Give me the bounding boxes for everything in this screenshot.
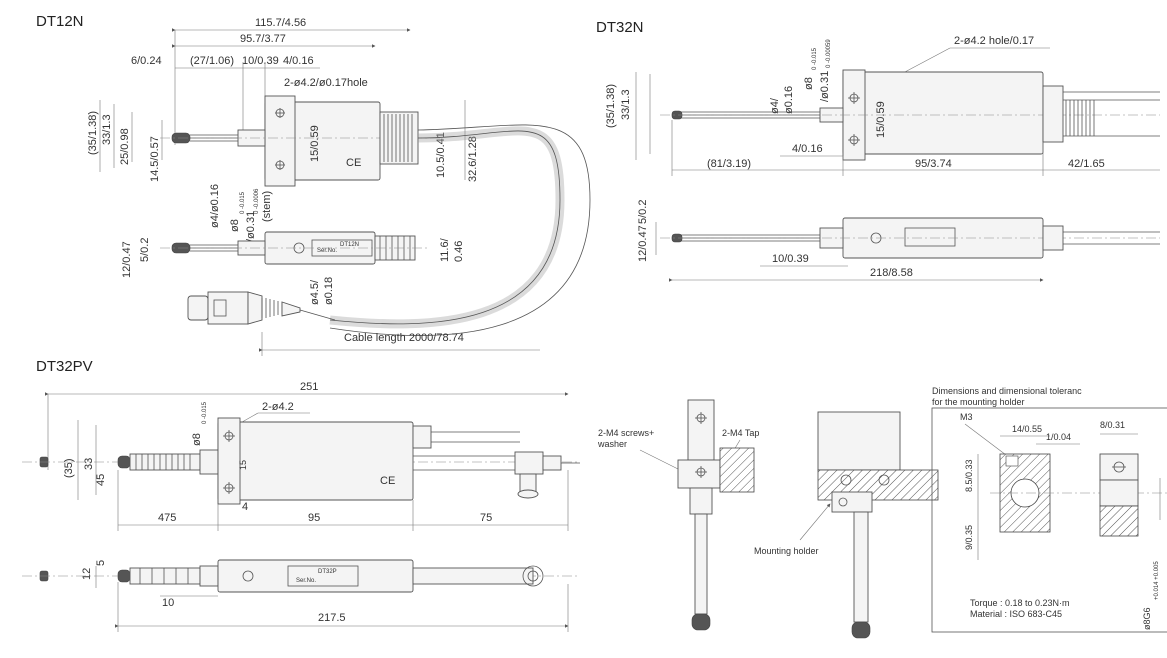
dt12n-grip (383, 114, 413, 162)
dt32pv-section: DT32PV 251 2-ø4.2 ø8 0 -0.015 (35) 33 45 (22, 358, 580, 632)
dt32pv-45-dim: 45 (95, 474, 107, 486)
dt12n-length2-dim: 95.7/3.77 (240, 33, 286, 45)
dt12n-connector-grip (261, 298, 283, 318)
holder-14-dim: 14/0.55 (1012, 424, 1042, 434)
dt12n-plate-model: DT12N (340, 242, 359, 248)
dt32pv-ce-mark: CE (380, 475, 395, 487)
dt32n-stem8-tol: 0 -0.015 (812, 47, 818, 70)
dt12n-hole-dim: 2-ø4.2/ø0.17hole (284, 77, 368, 89)
dt32n-stem8-dim: ø8 (803, 77, 815, 90)
dt12n-stem8-tol: 0 -0.015 (240, 191, 246, 214)
holder-8-dim: 8/0.31 (1100, 420, 1125, 430)
dt32n-grip (1065, 100, 1095, 136)
dt12n-12-dim: 12/0.47 (121, 241, 133, 278)
dt12n-10-5-dim: 10.5/0.41 (435, 132, 447, 178)
mount-tap-label: 2-M4 Tap (722, 428, 759, 438)
dt12n-cable-dia-dim: ø4.5/ (309, 279, 321, 305)
dt32pv-plate-model: DT32P (318, 569, 337, 575)
holder-8-5-dim: 8.5/0.33 (964, 459, 974, 492)
dt12n-section: DT12N 115.7/4.56 95.7/3.77 6/0.24 (27/1.… (36, 13, 591, 356)
dt12n-0-46-dim: 0.46 (453, 241, 465, 262)
dt32n-10-dim: 10/0.39 (772, 253, 809, 265)
holder-title-line1: Dimensions and dimensional toleranc (932, 386, 1082, 396)
dt32pv-stem8-tol: 0 -0.015 (202, 401, 208, 424)
dt32n-81-dim: (81/3.19) (707, 158, 751, 170)
dt32n-15-dim: 15/0.59 (875, 101, 887, 138)
dt32n-33-dim: 33/1.3 (620, 89, 632, 120)
dt12n-4-dim: 4/0.16 (283, 55, 314, 67)
mount-washer-label: washer (597, 439, 627, 449)
dt32n-218-dim: 218/8.58 (870, 267, 913, 279)
dt12n-6-dim: 6/0.24 (131, 55, 162, 67)
dt12n-15-dim-a: 15/0.59 (309, 125, 321, 162)
dt12n-stem4-dim: ø4/ø0.16 (209, 184, 221, 228)
dt12n-14-5-dim: 14.5/0.57 (149, 136, 161, 182)
dt12n-stem8in-tol: 0 -0.0006 (254, 188, 260, 214)
dt32pv-stem8-dim: ø8 (191, 433, 203, 446)
dt32pv-4-dim: 4 (242, 501, 248, 513)
holder-1-dim: 1/0.04 (1046, 432, 1071, 442)
dt12n-plate-serial: Ser.No. (317, 248, 337, 254)
dt32n-stem8in-tol: 0 -0.00059 (826, 39, 832, 68)
dt32pv-10-dim: 10 (162, 597, 174, 609)
dt32n-title: DT32N (596, 19, 644, 36)
holder-torque: Torque : 0.18 to 0.23N·m (970, 598, 1070, 608)
dt32pv-15-dim: 15 (238, 460, 248, 470)
dt32pv-plate-serial: Ser.No. (296, 578, 316, 584)
dt32n-stem4-dim: ø4/ (769, 97, 781, 114)
dt32n-5-dim: 5/0.2 (637, 200, 649, 224)
dt12n-stem8-dim: ø8 (229, 219, 241, 232)
dt32n-42-dim: 42/1.65 (1068, 158, 1105, 170)
dt12n-cable-length: Cable length 2000/78.74 (344, 332, 464, 344)
dt32n-stem4-in-dim: ø0.16 (783, 86, 795, 114)
holder-bore-tol: +0.014 +0.005 (1154, 561, 1160, 600)
dt32n-12-dim: 12/0.47 (637, 225, 649, 262)
dt32pv-251-dim: 251 (300, 381, 318, 393)
holder-material: Material : ISO 683-C45 (970, 609, 1062, 619)
dt32pv-35-dim: (35) (63, 458, 75, 478)
dt32pv-217-5-dim: 217.5 (318, 612, 346, 624)
dt12n-cable-dia-in-dim: ø0.18 (323, 277, 335, 305)
dt12n-32-6-dim: 32.6/1.28 (467, 136, 479, 182)
dt32n-35-dim: (35/1.38) (605, 84, 617, 128)
dt12n-11-6-dim: 11.6/ (439, 237, 451, 262)
dt12n-stem-label: (stem) (261, 191, 273, 222)
dt12n-35-dim: (35/1.38) (87, 111, 99, 155)
holder-title-line2: for the mounting holder (932, 397, 1025, 407)
dt32pv-title: DT32PV (36, 358, 93, 375)
dt12n-stem8in-dim: /ø0.31 (245, 211, 257, 242)
dt12n-27-dim: (27/1.06) (190, 55, 234, 67)
dt12n-overall-dim: 115.7/4.56 (255, 17, 306, 29)
mounting-section: 2-M4 screws+ washer 2-M4 Tap Mounting ho… (597, 399, 939, 639)
mount-holder-label: Mounting holder (754, 546, 819, 556)
holder-m3-label: M3 (960, 412, 973, 422)
dt32pv-95-dim: 95 (308, 512, 320, 524)
dt12n-25-dim: 25/0.98 (119, 128, 131, 165)
holder-detail-section: Dimensions and dimensional toleranc for … (931, 386, 1167, 633)
holder-bore-dim: ø8G6 (1142, 607, 1152, 630)
dt12n-ce-mark: CE (346, 157, 361, 169)
dt12n-title: DT12N (36, 13, 84, 30)
mount-screws-label: 2-M4 screws+ (598, 428, 654, 438)
dt12n-33-dim: 33/1.3 (101, 114, 113, 145)
dt32pv-75-dim: 75 (480, 512, 492, 524)
dt32n-section: DT32N 2-ø4.2 hole/0.17 (35/1.38) 33/1.3 … (596, 19, 1160, 282)
dt32pv-12-dim: 12 (81, 568, 93, 580)
dt32pv-33-dim: 33 (83, 458, 95, 470)
dt32n-95-dim: 95/3.74 (915, 158, 952, 170)
dt32pv-hole-dim: 2-ø4.2 (262, 401, 294, 413)
holder-9-dim: 9/0.35 (964, 525, 974, 550)
dt32n-hole-dim: 2-ø4.2 hole/0.17 (954, 35, 1034, 47)
dt32n-4-dim: 4/0.16 (792, 143, 823, 155)
dt32pv-475-dim: 475 (158, 512, 176, 524)
dt32n-stem8in-dim: /ø0.31 (819, 71, 831, 102)
dt12n-5-dim: 5/0.2 (139, 238, 151, 262)
dt12n-10-dim: 10/0.39 (242, 55, 279, 67)
dt32pv-5-dim: 5 (95, 560, 107, 566)
dt32pv-bellows (129, 453, 201, 471)
